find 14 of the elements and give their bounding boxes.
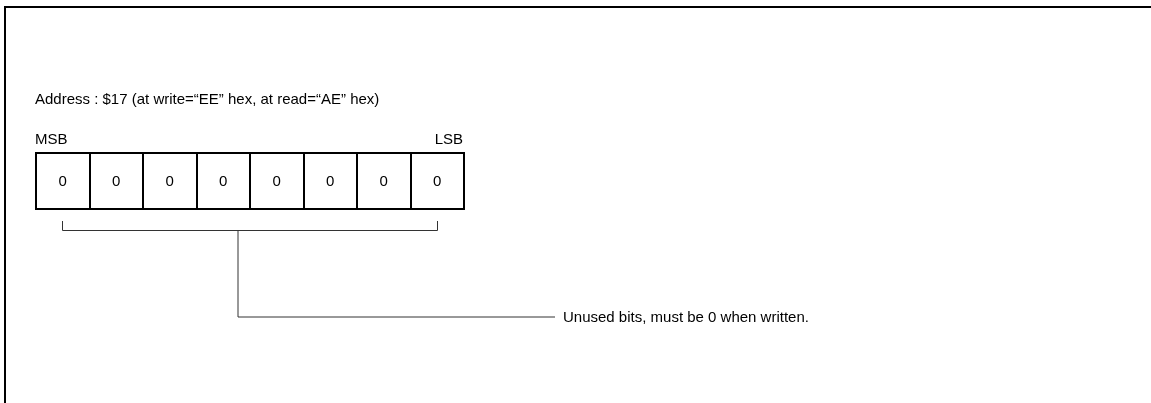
bit-cell: 0: [88, 152, 144, 210]
bit-cell: 0: [142, 152, 198, 210]
bit-cell: 0: [356, 152, 412, 210]
leader-line: [237, 230, 556, 318]
bit-cell: 0: [195, 152, 251, 210]
bit-cell: 0: [409, 152, 465, 210]
address-heading: Address : $17 (at write=“EE” hex, at read=“AE” hex): [35, 89, 380, 109]
bit-cell: 0: [35, 152, 91, 210]
bit-cell: 0: [302, 152, 358, 210]
bracket: [62, 221, 438, 231]
msb-label: MSB: [35, 129, 68, 149]
note-text: Unused bits, must be 0 when written.: [555, 307, 809, 327]
bit-cell: 0: [249, 152, 305, 210]
lsb-label: LSB: [434, 129, 463, 149]
